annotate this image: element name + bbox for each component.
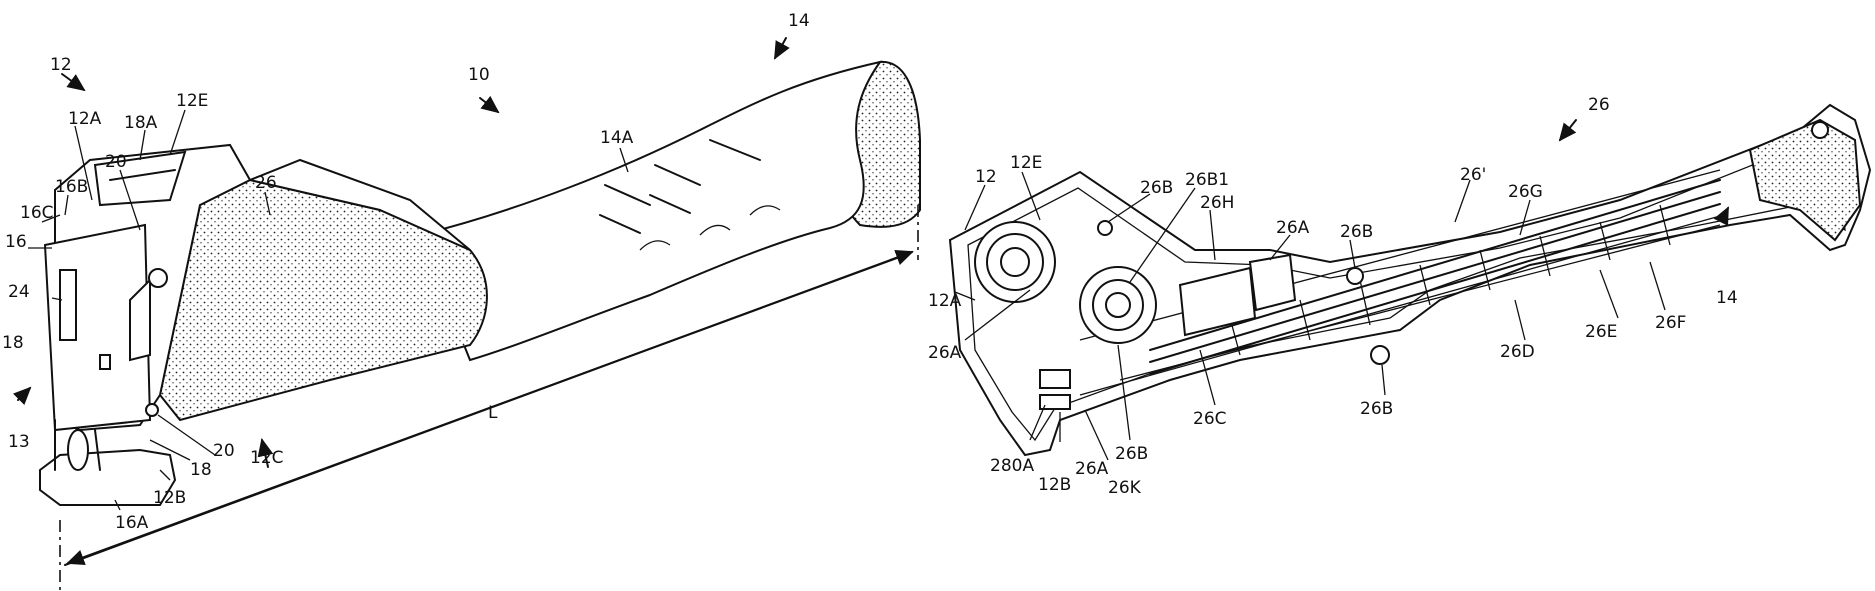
callout-26C: 26C: [1193, 409, 1227, 429]
callout-20-bottom: 20: [213, 441, 235, 461]
callout-12B-right: 12B: [1038, 475, 1071, 495]
callout-26A-bottom: 26A: [1075, 459, 1109, 479]
callout-12A-right: 12A: [928, 291, 962, 311]
callout-16B: 16B: [55, 177, 88, 197]
callout-26F: 26F: [1655, 313, 1686, 333]
callout-20-top: 20: [105, 152, 127, 172]
callout-16: 16: [5, 232, 27, 252]
callout-26H: 26H: [1200, 193, 1234, 213]
callout-18-bottom: 18: [190, 460, 212, 480]
callout-26B-lower: 26B: [1360, 399, 1393, 419]
callout-26-frame: 26: [1588, 95, 1610, 115]
callout-12E-right: 12E: [1010, 153, 1042, 173]
callout-26E: 26E: [1585, 322, 1617, 342]
callout-16C: 16C: [20, 203, 54, 223]
callout-26D: 26D: [1500, 342, 1535, 362]
callout-26: 26: [255, 173, 277, 193]
callout-14A: 14A: [600, 128, 634, 148]
callout-26B-mid: 26B: [1340, 222, 1373, 242]
callout-26A-left: 26A: [928, 343, 962, 363]
callout-24: 24: [8, 282, 30, 302]
callout-26B-top: 26B: [1140, 178, 1173, 198]
right-figure-frame: [950, 105, 1870, 460]
housing-stippled: [160, 180, 487, 420]
callout-12A: 12A: [68, 109, 102, 129]
callout-12C: 12C: [250, 448, 284, 468]
callout-12: 12: [50, 55, 72, 75]
callout-13: 13: [8, 432, 30, 452]
callout-14: 14: [788, 11, 810, 31]
callout-12B: 12B: [153, 488, 186, 508]
callout-18-left: 18: [2, 333, 24, 353]
callout-26G: 26G: [1508, 182, 1543, 202]
callout-26B1: 26B1: [1185, 170, 1229, 190]
callout-16A: 16A: [115, 513, 149, 533]
handle-body: [420, 62, 880, 360]
callout-12E: 12E: [176, 91, 208, 111]
callout-12-right: 12: [975, 167, 997, 187]
callout-14-right: 14: [1716, 288, 1738, 308]
callout-26B-bottom: 26B: [1115, 444, 1148, 464]
frame-outline: [950, 105, 1870, 455]
callout-280A: 280A: [990, 456, 1034, 476]
callout-26-prime: 26': [1460, 165, 1486, 185]
callout-L: L: [488, 403, 498, 423]
callout-10: 10: [468, 65, 490, 85]
callout-26A-top: 26A: [1276, 218, 1310, 238]
callout-18A: 18A: [124, 113, 158, 133]
callout-26K: 26K: [1108, 478, 1142, 498]
